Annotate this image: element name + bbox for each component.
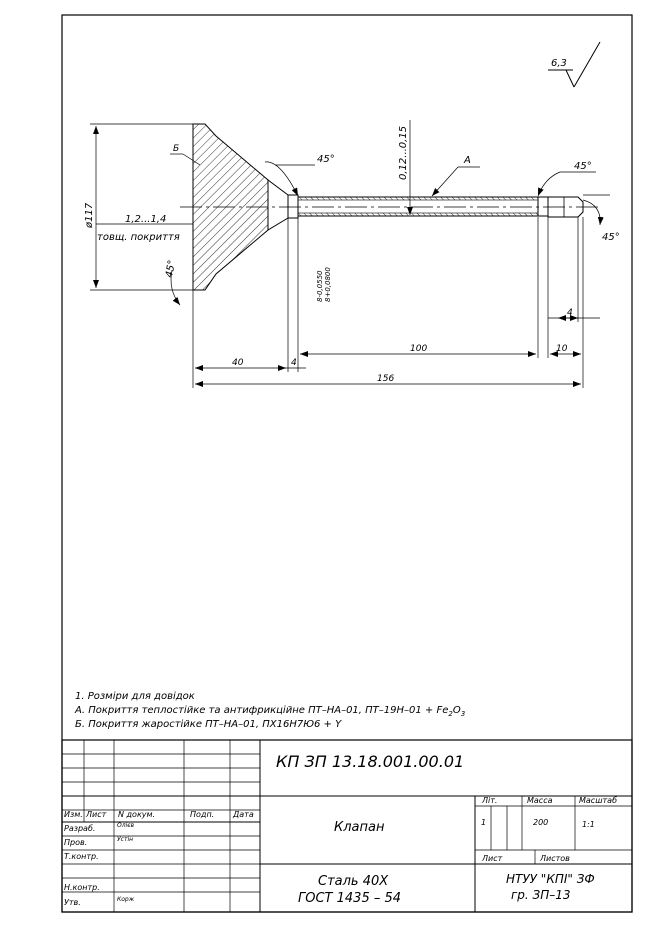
angle-right-end: 45° [602, 232, 620, 243]
coating-label: товщ. покриття [97, 232, 180, 243]
diameter-label: ø117 [84, 202, 95, 229]
angle-right-top: 45° [574, 161, 592, 172]
mass-value: 200 [533, 818, 549, 827]
dim-4-left: 4 [291, 358, 297, 368]
stem-coating-bottom [297, 212, 539, 217]
name-utv: Корж [117, 896, 135, 903]
organization-line-1: НТУУ "КПІ" ЗФ [506, 872, 595, 886]
fit-lower: 8+0,0800 [324, 267, 332, 302]
col-ndoc: N докум. [118, 810, 156, 819]
col-data: Дата [233, 810, 254, 819]
note-3: Б. Покриття жаростійке ПТ–НА–01, ПХ16Н7Ю… [75, 719, 342, 730]
dim-40: 40 [232, 358, 244, 368]
material-line-2: ГОСТ 1435 – 54 [298, 891, 402, 906]
label-massa: Масса [527, 796, 553, 805]
label-razrab: Разраб. [64, 824, 96, 833]
roughness-value: 6,3 [551, 58, 567, 69]
organization-line-2: гр. ЗП–13 [511, 888, 571, 902]
drawing-notes: 1. Розміри для довідок А. Покриття тепло… [75, 690, 465, 732]
roughness-symbol [548, 41, 601, 88]
col-izm: Изм. [64, 810, 83, 819]
label-sheet: Лист [482, 854, 503, 863]
material-line-1: Сталь 40Х [318, 874, 389, 889]
label-nkontr: Н.контр. [64, 883, 100, 892]
lit-value: 1 [481, 818, 487, 827]
label-sheets: Листов [540, 854, 570, 863]
name-prov: Устін [117, 836, 134, 843]
fit-upper: 8-0,0550 [316, 270, 324, 302]
title-block [61, 739, 633, 913]
name-razrab: Олієв [117, 822, 135, 829]
mark-a: А [463, 155, 471, 166]
part-name: Клапан [334, 820, 385, 835]
note-2: А. Покриття теплостійке та антифрикційне… [75, 705, 466, 718]
angle-top: 45° [317, 154, 335, 165]
dim-10: 10 [556, 344, 568, 354]
stem-collar [287, 194, 299, 219]
col-list: Лист [86, 810, 107, 819]
angle-seat: 45° [164, 259, 178, 278]
dim-100: 100 [410, 344, 427, 354]
dim-4-right: 4 [567, 308, 573, 318]
drawing-frame [61, 14, 633, 913]
mark-b: Б [173, 144, 179, 154]
label-masshtab: Масштаб [579, 796, 618, 805]
stem-tolerance: 0,12...0,15 [398, 126, 409, 180]
stem-groove [537, 196, 549, 217]
label-prov: Пров. [64, 838, 88, 847]
document-code: КП ЗП 13.18.001.00.01 [276, 752, 465, 771]
note-1: 1. Розміри для довідок [75, 691, 195, 702]
label-utv: Утв. [64, 898, 81, 907]
dim-156: 156 [377, 374, 394, 384]
valve-neck [267, 179, 289, 231]
coating-thickness: 1,2...1,4 [125, 214, 166, 225]
label-lit: Літ. [482, 796, 498, 805]
stem-coating-top [297, 196, 539, 201]
col-podp: Подп. [190, 810, 215, 819]
scale-value: 1:1 [582, 820, 595, 829]
label-tkontr: Т.контр. [64, 852, 99, 861]
